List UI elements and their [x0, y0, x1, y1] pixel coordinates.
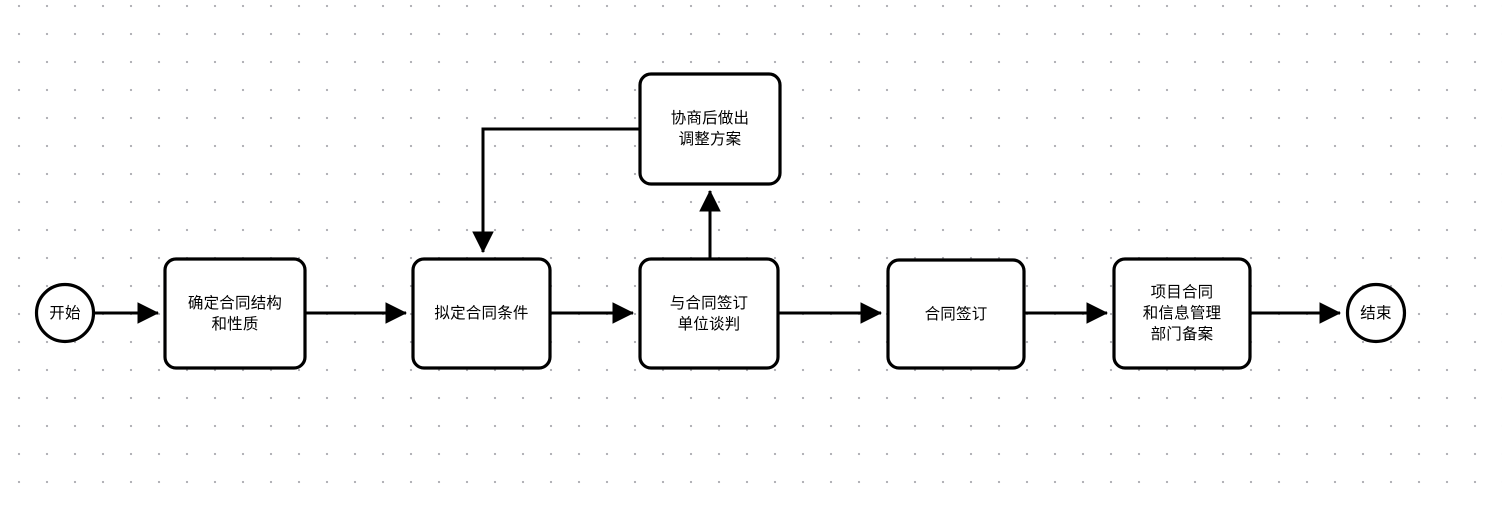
node-file-record-shape[interactable] — [1112, 257, 1252, 370]
node-end-shape[interactable] — [1345, 282, 1407, 344]
node-start-shape[interactable] — [34, 282, 96, 344]
node-negotiate-shape[interactable] — [638, 257, 780, 370]
node-define-structure-shape[interactable] — [163, 257, 307, 370]
node-draft-terms-shape[interactable] — [411, 257, 552, 370]
node-sign-contract-shape[interactable] — [886, 258, 1026, 370]
edge-adjust-plan-to-draft-terms — [472, 127, 640, 254]
node-adjust-plan-shape[interactable] — [638, 72, 782, 186]
